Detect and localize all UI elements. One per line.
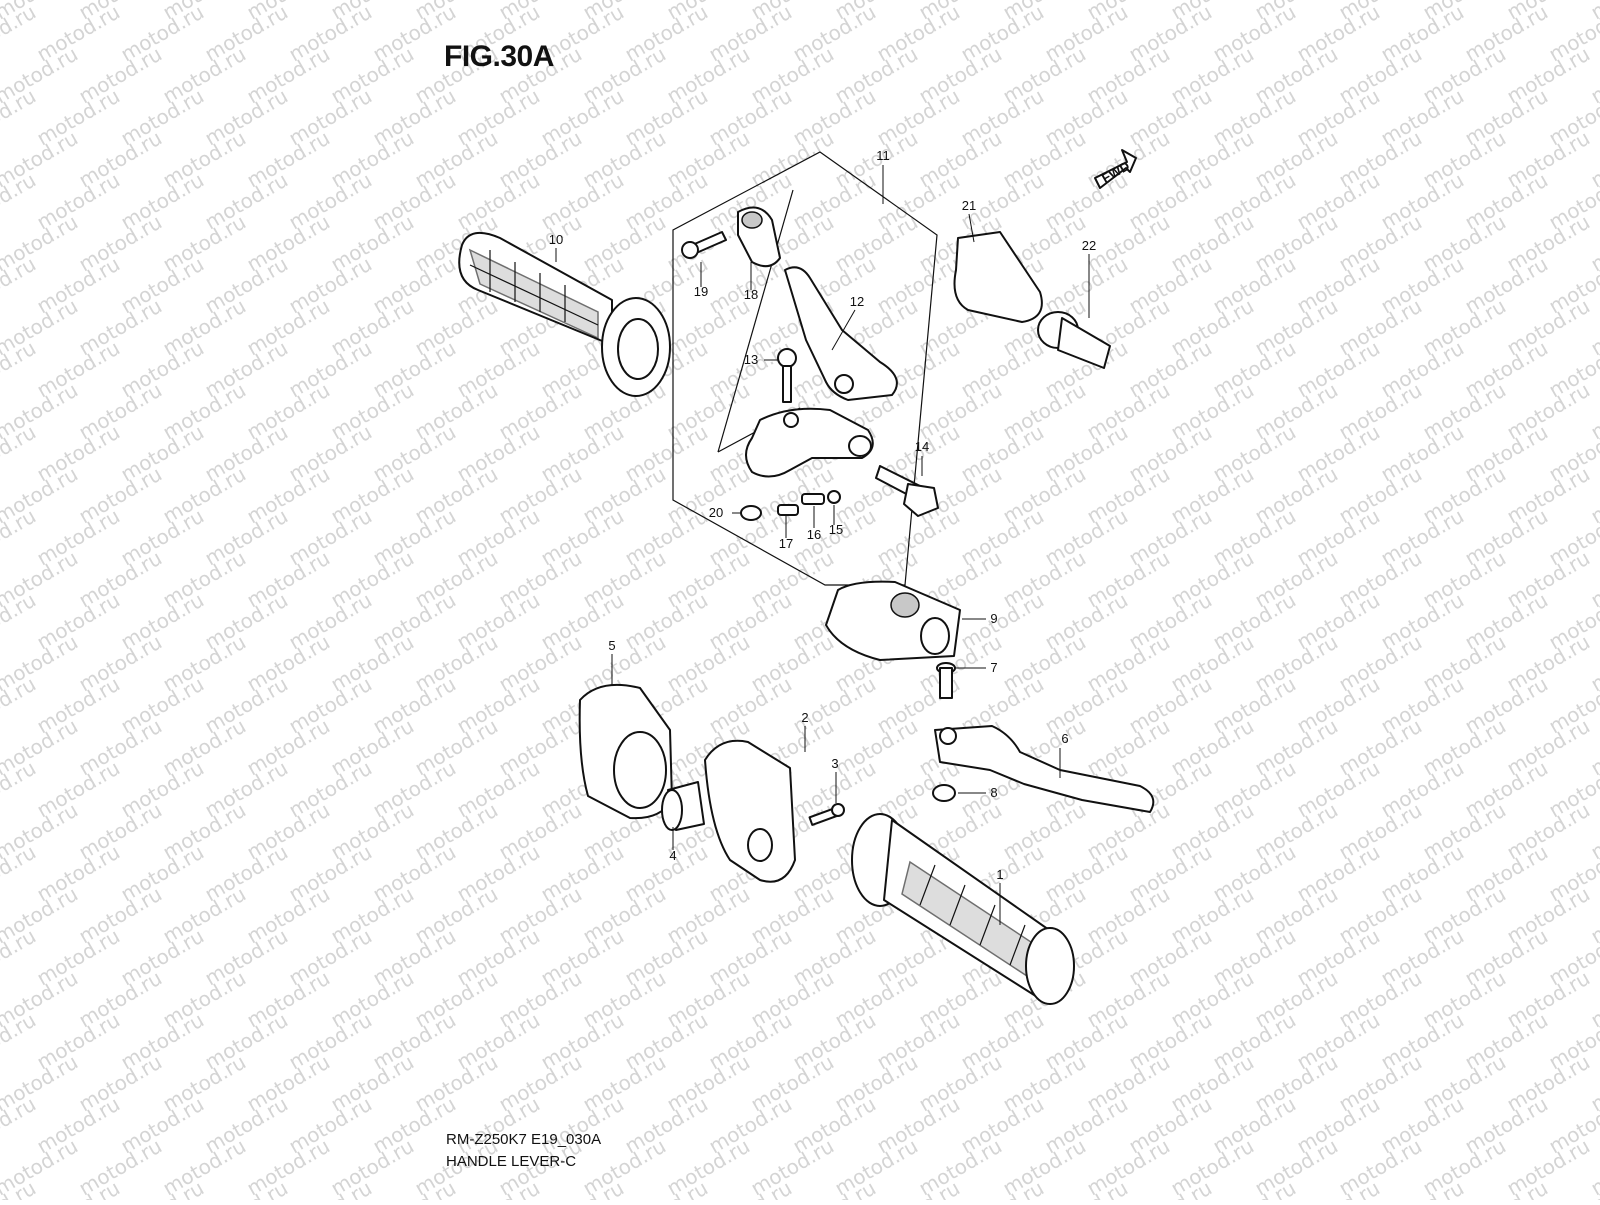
callout-6: 6: [1061, 731, 1068, 746]
callout-12: 12: [850, 294, 864, 309]
callout-3: 3: [831, 756, 838, 771]
pivot-pin-drawing: [937, 663, 955, 698]
throttle-housing-drawing: [705, 741, 795, 882]
callout-7: 7: [990, 660, 997, 675]
pivot-bolt-drawing: [778, 349, 796, 402]
cable-adjuster-drawing: [1038, 312, 1110, 368]
callout-4: 4: [669, 848, 676, 863]
callout-22: 22: [1082, 238, 1096, 253]
callout-2: 2: [801, 710, 808, 725]
callout-13: 13: [744, 352, 758, 367]
callout-11: 11: [876, 148, 890, 163]
lever-nut-drawing: [933, 785, 955, 801]
callout-8: 8: [990, 785, 997, 800]
diagram-name: HANDLE LEVER-C: [446, 1153, 576, 1170]
figure-title: FIG.30A: [444, 40, 554, 74]
callout-17: 17: [779, 536, 793, 551]
callout-20: 20: [709, 505, 723, 520]
callout-15: 15: [829, 522, 843, 537]
callout-9: 9: [990, 611, 997, 626]
callout-5: 5: [608, 638, 615, 653]
throttle-collar-drawing: [662, 782, 704, 830]
callout-18: 18: [744, 287, 758, 302]
callout-16: 16: [807, 527, 821, 542]
callout-19: 19: [694, 284, 708, 299]
callout-10: 10: [549, 232, 563, 247]
callout-21: 21: [962, 198, 976, 213]
callout-14: 14: [915, 439, 929, 454]
callout-1: 1: [996, 867, 1003, 882]
model-code: RM-Z250K7 E19_030A: [446, 1131, 601, 1148]
